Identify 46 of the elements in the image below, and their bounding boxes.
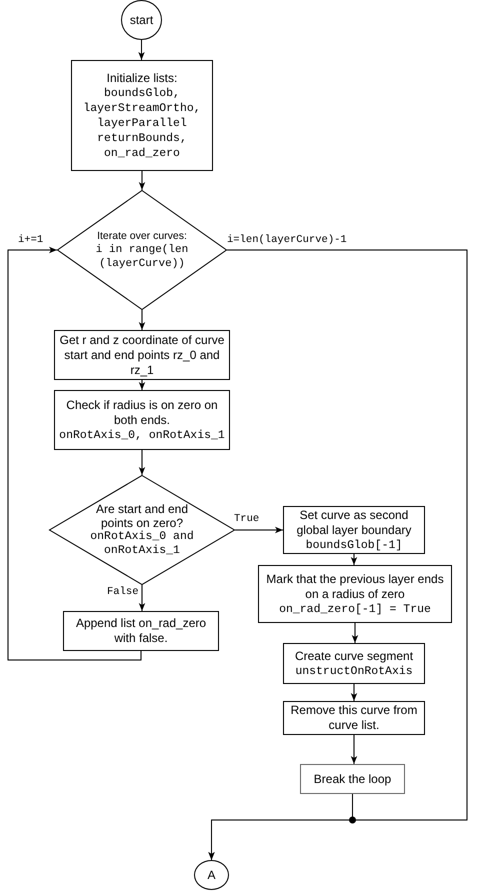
arrow [138,584,146,612]
arrow [234,526,284,534]
arrow [350,554,358,566]
node-text: Break the loop [314,772,392,786]
code-text: boundsGlob[-1] [306,538,402,552]
edge-label: i=len(layerCurve)-1 [226,234,348,246]
arrow [208,250,468,860]
node-text: Mark that the previous layer ends on a radius of zero [265,572,445,602]
process-box [300,764,405,794]
node-text: Set curve as second global layer boundary [296,508,412,538]
process-box [63,611,219,651]
node-text: Remove this curve from curve list. [290,703,418,733]
process-box [54,390,230,450]
code-text: i in range(len (layerCurve)) [94,243,190,271]
process-box [71,60,213,171]
arrow [350,734,358,764]
node-text: start [130,12,154,28]
process-box [258,565,452,623]
process-box [283,506,425,554]
node-text: Check if radius is on zero on both ends. [65,398,219,428]
arrow [8,246,142,660]
arrow [352,622,358,644]
start-terminal [121,0,162,40]
node-text: Are start and end points on zero? [94,502,190,530]
process-box [283,701,425,735]
node-text: Iterate over curves: [97,229,187,243]
decision-diamond [49,475,235,585]
node-text: Initialize lists: [106,70,178,86]
code-text: unstructOnRotAxis [295,664,413,678]
arrow [350,684,358,702]
code-text: onRotAxis_0, onRotAxis_1 [59,428,225,442]
code-text: onRotAxis_0 and onRotAxis_1 [89,530,195,558]
arrow [138,40,145,60]
arrow [138,170,146,190]
node-text: A [207,868,216,882]
code-text: boundsGlob, layerStreamOrtho, layerParallel returnBounds, on_rad_zero [82,86,202,160]
arrow [138,310,146,330]
node-text: Create curve segment [294,648,414,664]
node-text: Get r and z coordinate of curve start and end points rz_0 and rz_1 [58,332,226,378]
decision-diamond [57,190,227,310]
connector-circle [194,860,229,890]
node-text: Append list on_rad_zero with false. [74,616,208,646]
arrow [138,380,146,390]
process-box [283,643,425,684]
arrow [138,450,146,476]
code-text: on_rad_zero[-1] = True [279,602,431,616]
